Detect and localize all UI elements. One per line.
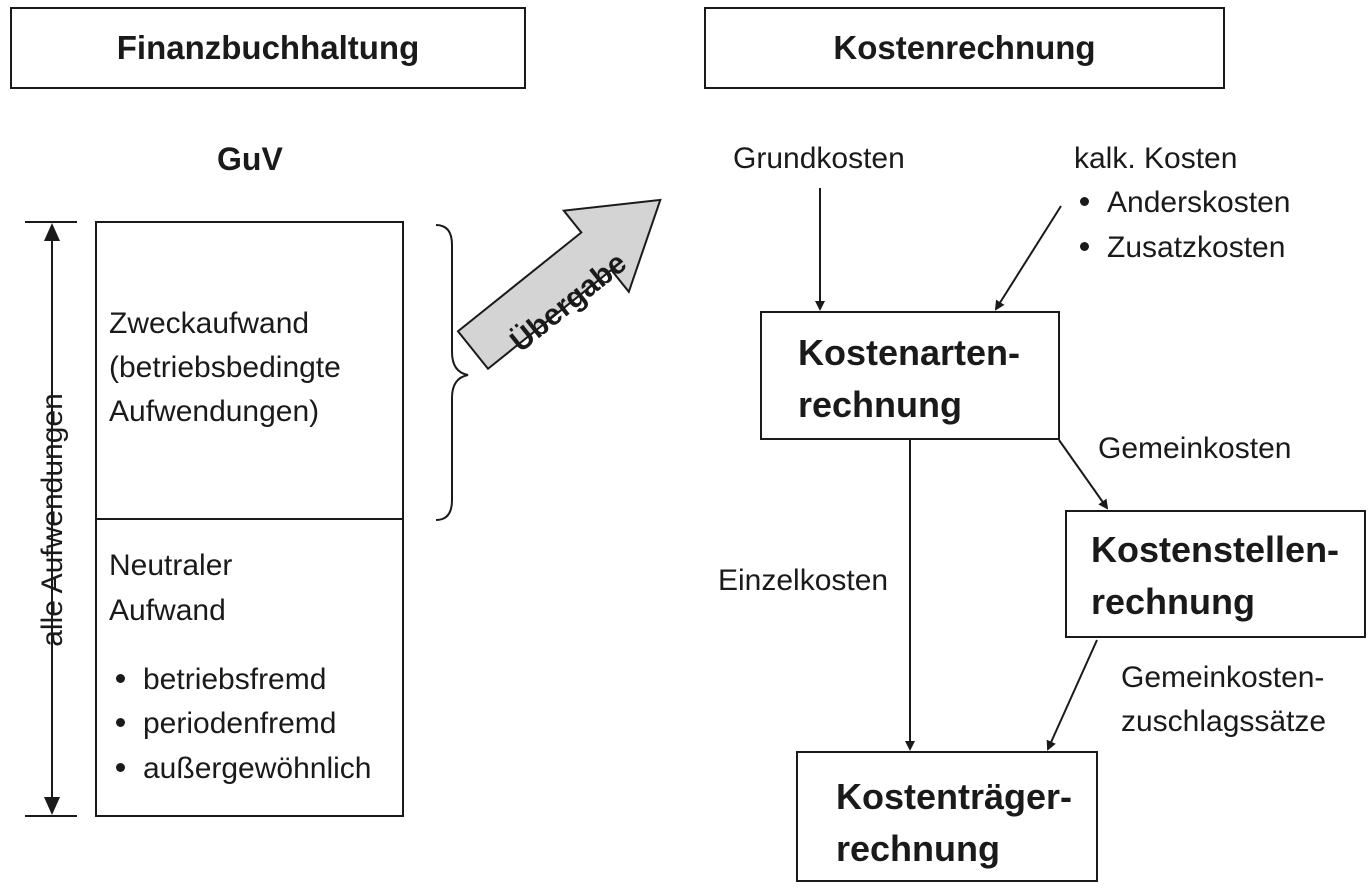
kalk-item-zusatzkosten: Zusatzkosten xyxy=(1080,231,1285,265)
kostenstellenrechnung-box: Kostenstellen- rechnung xyxy=(1065,510,1366,638)
einzelkosten-label: Einzelkosten xyxy=(718,564,889,597)
guv-label: GuV xyxy=(217,141,283,177)
bullet-icon xyxy=(1080,196,1089,206)
kalk-item-anderskosten: Anderskosten xyxy=(1080,186,1290,220)
kostentraegerrechnung-box: Kostenträger- rechnung xyxy=(796,751,1098,882)
neutral-item-periodenfremd: periodenfremd xyxy=(116,707,336,741)
kostenarten-line-1: Kostenarten- xyxy=(798,332,1021,373)
bullet-icon xyxy=(116,673,125,683)
kostenarten-line-2: rechnung xyxy=(798,384,963,426)
zuschlag-line-1: Gemeinkosten- xyxy=(1121,661,1325,694)
arrow-kostenarten-kostenstellen xyxy=(1058,439,1109,510)
neutral-item-label: betriebsfremd xyxy=(143,663,327,696)
gemeinkosten-label: Gemeinkosten xyxy=(1098,432,1292,465)
uebergabe-arrow xyxy=(456,198,662,371)
grundkosten-label: Grundkosten xyxy=(733,142,905,175)
bullet-icon xyxy=(116,717,125,727)
alle-aufwendungen-double-arrow xyxy=(25,221,77,817)
guv-divider xyxy=(95,518,404,520)
kostenstellen-line-1: Kostenstellen- xyxy=(1091,529,1340,570)
neutraler-aufwand-line-1: Neutraler xyxy=(109,549,233,582)
kostenartenrechnung-box: Kostenarten- rechnung xyxy=(760,311,1060,440)
kalk-kosten-label: kalk. Kosten xyxy=(1074,142,1238,175)
neutral-item-betriebsfremd: betriebsfremd xyxy=(116,663,326,697)
kostentraeger-line-1: Kostenträger- xyxy=(836,776,1073,817)
arrow-kalk-kostenarten xyxy=(994,205,1062,311)
zweckaufwand-line-1: Zweckaufwand xyxy=(109,307,310,340)
kalk-item-label: Zusatzkosten xyxy=(1107,231,1286,264)
kostentraeger-line-2: rechnung xyxy=(836,828,1001,870)
bullet-icon xyxy=(116,762,125,772)
kalk-item-label: Anderskosten xyxy=(1107,186,1291,219)
neutral-item-aussergewoehnlich: außergewöhnlich xyxy=(116,752,371,786)
finanzbuchhaltung-title: Finanzbuchhaltung xyxy=(116,29,420,66)
arrow-kostenstellen-kostentraeger xyxy=(1046,639,1098,751)
kostenrechnung-header: Kostenrechnung xyxy=(704,7,1225,89)
bullet-icon xyxy=(1080,241,1089,251)
neutraler-aufwand-line-2: Aufwand xyxy=(109,594,226,627)
zweckaufwand-line-3: Aufwendungen) xyxy=(109,395,320,428)
kostenrechnung-title: Kostenrechnung xyxy=(833,29,1096,66)
neutral-item-label: periodenfremd xyxy=(143,707,337,740)
zweckaufwand-brace xyxy=(435,224,469,521)
finanzbuchhaltung-header: Finanzbuchhaltung xyxy=(10,7,526,89)
zuschlag-line-2: zuschlagssätze xyxy=(1121,705,1327,738)
neutral-item-label: außergewöhnlich xyxy=(143,752,372,785)
zweckaufwand-line-2: (betriebsbedingte xyxy=(109,351,341,384)
kostenstellen-line-2: rechnung xyxy=(1091,581,1256,623)
